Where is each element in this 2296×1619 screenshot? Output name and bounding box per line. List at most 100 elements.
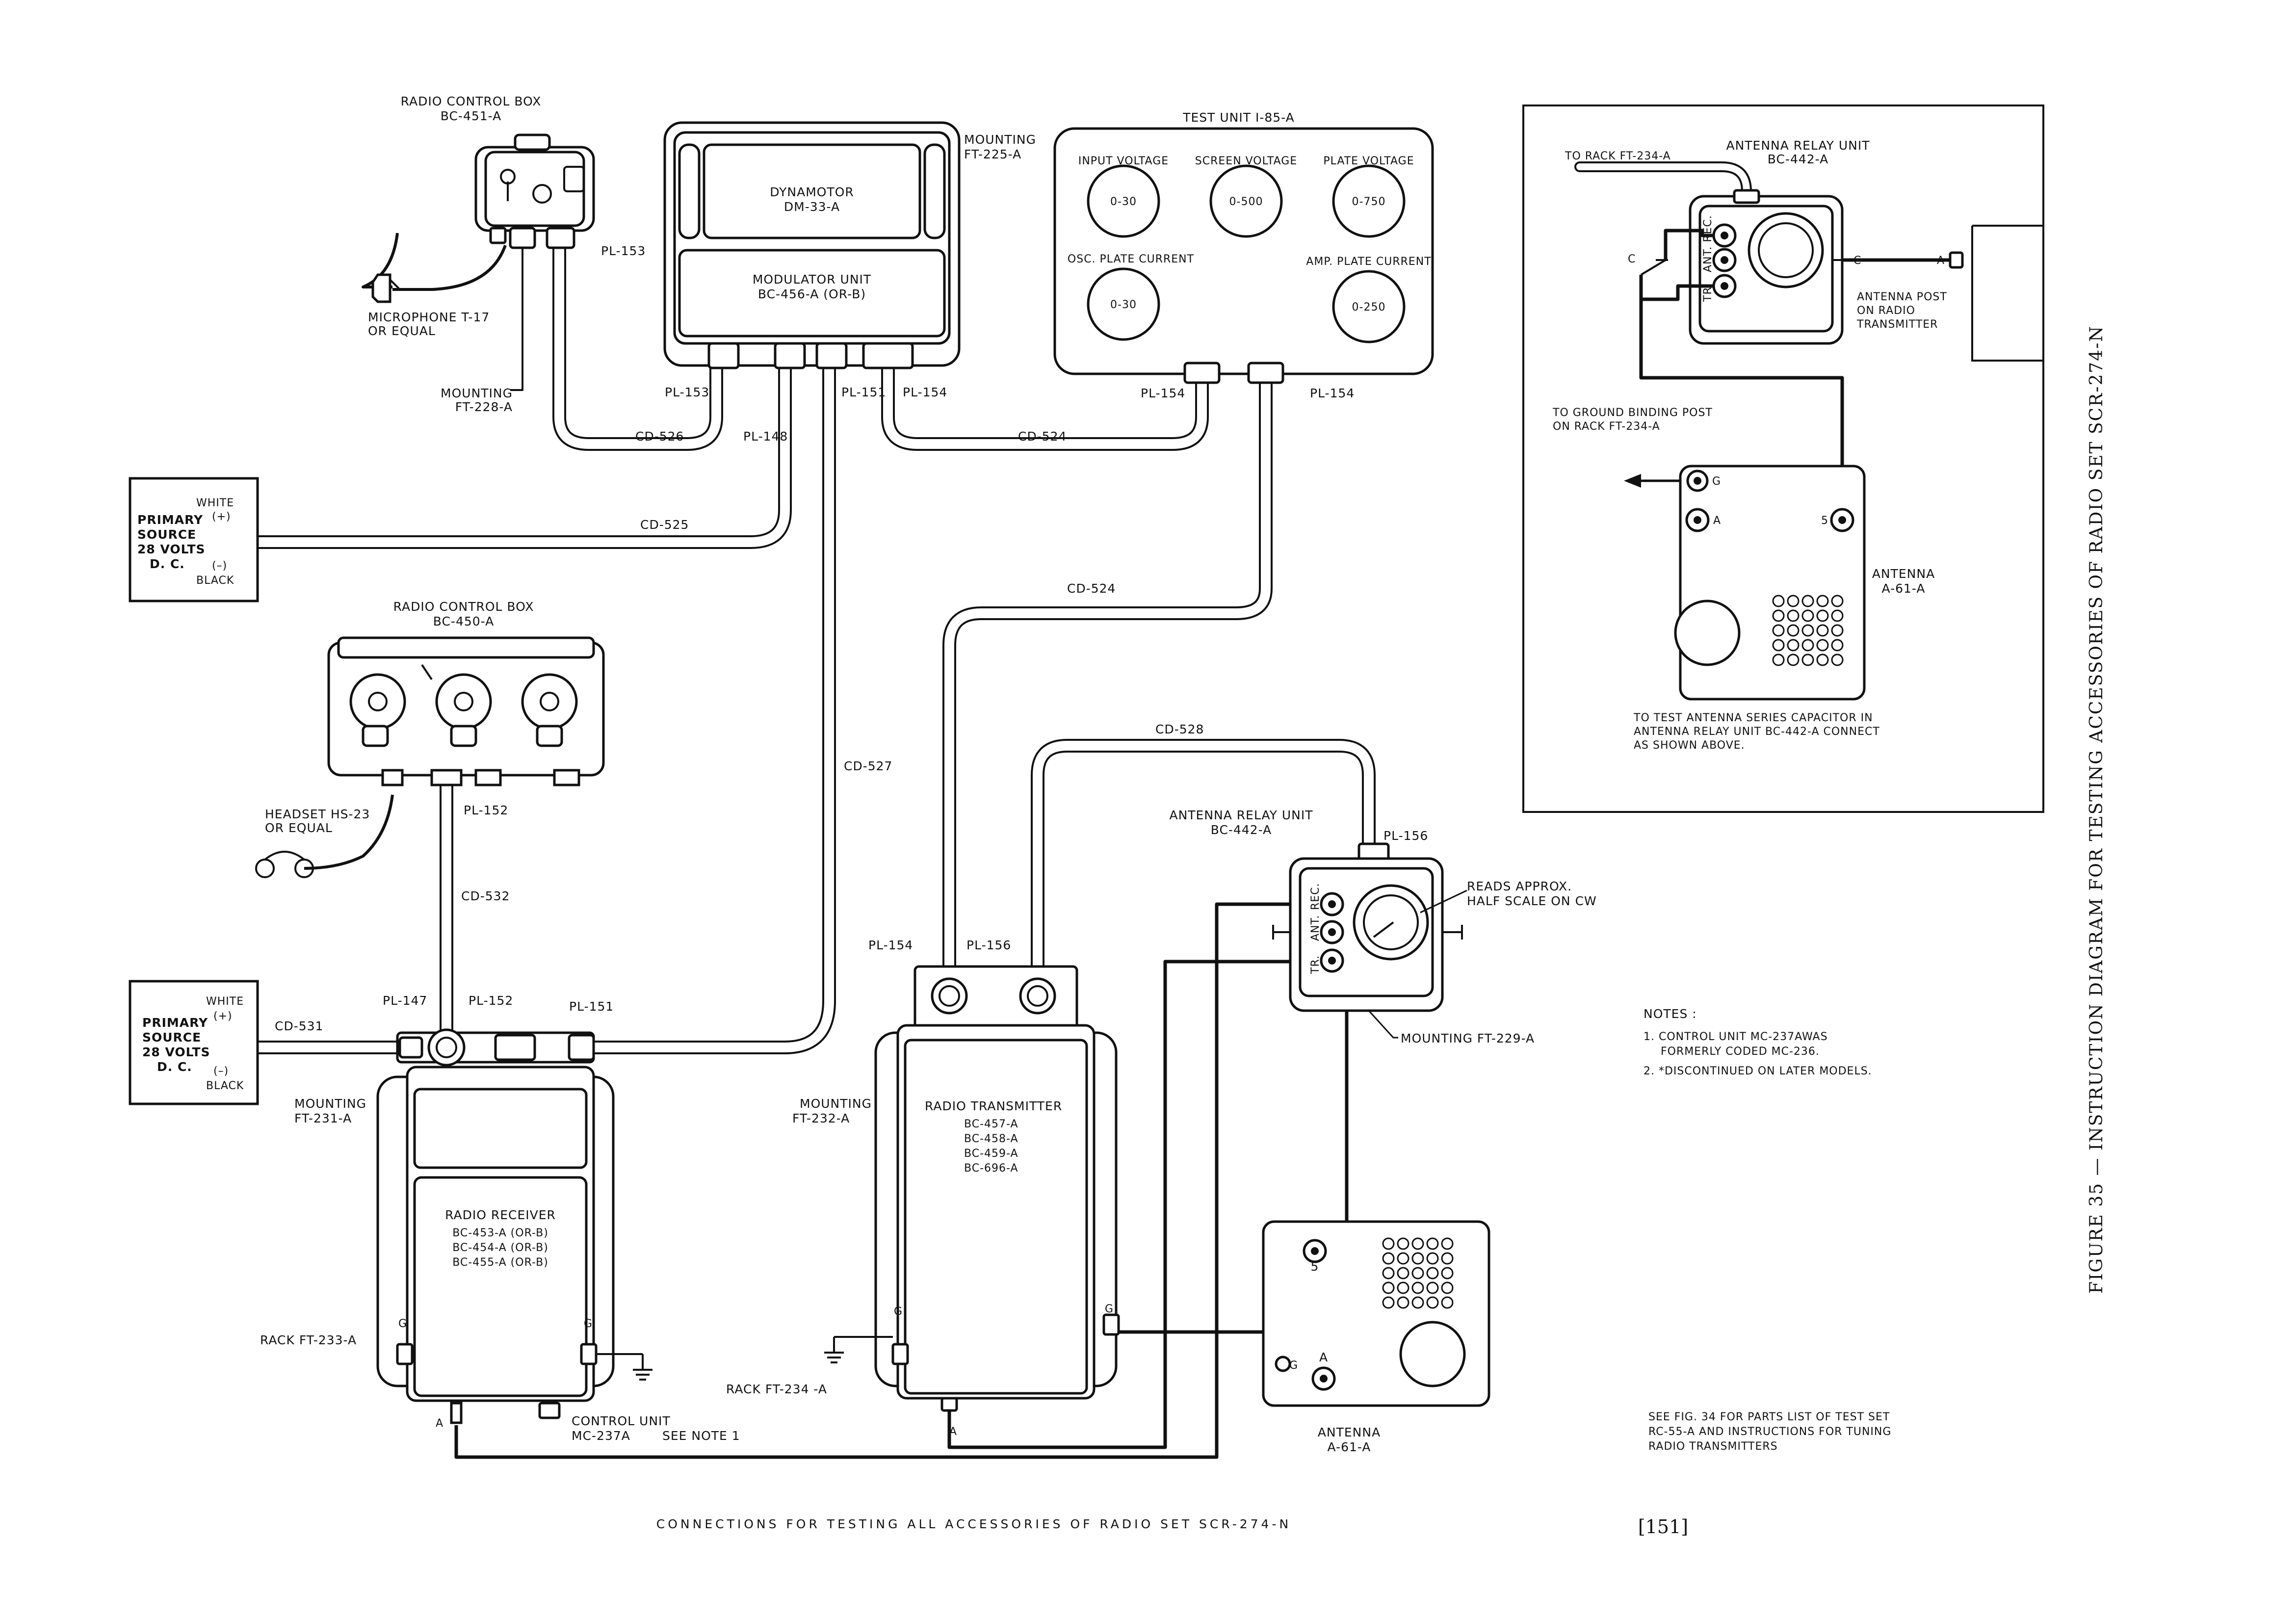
antenna-bottom-label-1: ANTENNA <box>1318 1425 1381 1439</box>
reads-label-2: HALF SCALE ON CW <box>1467 894 1597 908</box>
inset-post-label-1: ANTENNA POST <box>1857 291 1947 303</box>
cables <box>251 238 1376 1054</box>
osc-plate-meter <box>1087 267 1160 341</box>
keypad-hole <box>1411 1281 1424 1294</box>
radio-transmitter: RADIO TRANSMITTER BC-457-A BC-458-A BC-4… <box>824 965 1120 1438</box>
diagram-caption: CONNECTIONS FOR TESTING ALL ACCESSORIES … <box>656 1517 1291 1531</box>
keypad-hole <box>1397 1281 1409 1294</box>
inset-a2-label: A <box>1713 515 1721 527</box>
relay-pl156-label: PL-156 <box>1383 829 1428 843</box>
inset-rack-label: TO RACK FT-234-A <box>1565 150 1671 162</box>
pl152-rx-label: PL-152 <box>469 993 513 1008</box>
inset-antenna-label-1: ANTENNA <box>1872 567 1935 581</box>
tx-pl154-label: PL-154 <box>868 938 913 952</box>
microphone-label-1: MICROPHONE T-17 <box>368 310 490 324</box>
modulator-label-2: BC-456-A (OR-B) <box>758 287 866 301</box>
mounting-228-label-2: FT-228-A <box>455 400 513 414</box>
keypad-hole <box>1397 1237 1409 1250</box>
keypad-hole <box>1411 1267 1424 1280</box>
antenna-a61-bottom: 5 A G ANTENNA A-61-A <box>1262 1220 1490 1454</box>
test-unit-i85: TEST UNIT I-85-A INPUT VOLTAGE SCREEN VO… <box>1053 110 1434 384</box>
mod-pl148-label: PL-148 <box>743 429 788 444</box>
cd528-label: CD-528 <box>1155 722 1204 736</box>
pl147-label: PL-147 <box>383 993 427 1008</box>
receiver-g2: G <box>584 1318 593 1330</box>
keypad-hole <box>1772 595 1785 607</box>
cd525-label: CD-525 <box>640 518 689 532</box>
amp-plate-meter <box>1332 270 1406 343</box>
modulator-label-1: MODULATOR UNIT <box>753 272 871 287</box>
cd532-label: CD-532 <box>461 889 510 903</box>
headset: HEADSET HS-23 OR EQUAL <box>255 807 369 878</box>
see-fig-line-2: RC-55-A AND INSTRUCTIONS FOR TUNING <box>1648 1426 1891 1438</box>
relay-label-1: ANTENNA RELAY UNIT <box>1169 808 1313 822</box>
relay-tr-label: TR. <box>1309 955 1322 974</box>
inset-5-label: 5 <box>1821 515 1828 527</box>
keypad-hole <box>1382 1281 1395 1294</box>
input-voltage-meter <box>1087 164 1160 238</box>
inset-ground-label-1: TO GROUND BINDING POST <box>1552 407 1713 419</box>
see-fig-line-1: SEE FIG. 34 FOR PARTS LIST OF TEST SET <box>1648 1411 1890 1423</box>
control-box-bc451: RADIO CONTROL BOX BC-451-A <box>401 94 595 249</box>
reads-label-1: READS APPROX. <box>1467 879 1572 893</box>
meter-amp-range: 0-250 <box>1352 301 1386 313</box>
note-line-2: FORMERLY CODED MC-236. <box>1661 1045 1820 1058</box>
transmitter-a: A <box>949 1426 957 1438</box>
primary2-white: WHITE <box>206 995 244 1008</box>
keypad-hole <box>1772 609 1785 622</box>
plate-voltage-meter <box>1332 164 1406 238</box>
keypad-hole <box>1831 609 1844 622</box>
control-box-450-label-1: RADIO CONTROL BOX <box>393 600 534 614</box>
keypad-hole <box>1831 595 1844 607</box>
antenna-bottom-label-2: A-61-A <box>1328 1440 1371 1454</box>
primary2-black: BLACK <box>206 1080 244 1092</box>
inset-ant-rec-label: ANT. REC. <box>1702 215 1714 272</box>
primary-source-2: PRIMARY SOURCE 28 VOLTS D. C. WHITE (+) … <box>129 980 259 1105</box>
mounting-229-label: MOUNTING FT-229-A <box>1401 1031 1535 1045</box>
primary2-plus: (+) <box>213 1010 233 1022</box>
keypad-hole <box>1816 639 1829 652</box>
keypad-hole <box>1441 1296 1454 1309</box>
keypad-hole <box>1787 595 1800 607</box>
inset-post-label-2: ON RADIO <box>1857 305 1915 317</box>
keypad-hole <box>1772 624 1785 637</box>
microphone: MICROPHONE T-17 OR EQUAL <box>368 273 490 338</box>
inset-relay-label-2: BC-442-A <box>1768 152 1828 166</box>
keypad-hole <box>1411 1237 1424 1250</box>
receiver-label-1: RADIO RECEIVER <box>445 1208 556 1222</box>
keypad-hole <box>1787 639 1800 652</box>
keypad-hole <box>1801 609 1814 622</box>
inset-c-right: C <box>1853 255 1861 267</box>
pl153-control-label: PL-153 <box>601 244 646 258</box>
control-unit-label-2: MC-237A <box>572 1429 630 1443</box>
radio-receiver: RADIO RECEIVER BC-453-A (OR-B) BC-454-A … <box>376 1028 652 1430</box>
keypad-hole <box>1816 653 1829 666</box>
keypad-hole <box>1772 653 1785 666</box>
primary2-line-4: D. C. <box>157 1060 192 1074</box>
primary1-line-1: PRIMARY <box>137 513 203 527</box>
antenna-bottom-5: 5 <box>1311 1259 1319 1274</box>
tx-pl156-label: PL-156 <box>966 938 1011 952</box>
receiver-a: A <box>436 1417 444 1430</box>
meter-input-range: 0-30 <box>1110 196 1137 208</box>
figure-title: FIGURE 35 — INSTRUCTION DIAGRAM FOR TEST… <box>2087 325 2107 1294</box>
receiver-label-3: BC-454-A (OR-B) <box>452 1242 548 1254</box>
cd526-label: CD-526 <box>635 429 684 444</box>
transmitter-label-1: RADIO TRANSMITTER <box>925 1099 1062 1113</box>
primary1-line-4: D. C. <box>150 557 185 571</box>
inset-note-2: ANTENNA RELAY UNIT BC-442-A CONNECT <box>1634 726 1880 738</box>
primary-source-1: PRIMARY SOURCE 28 VOLTS D. C. WHITE (+) … <box>129 477 259 602</box>
receiver-g1: G <box>398 1318 407 1330</box>
primary2-line-1: PRIMARY <box>142 1016 208 1030</box>
mounting-225-label-1: MOUNTING <box>964 132 1036 147</box>
mounting-228-label-1: MOUNTING <box>441 386 513 400</box>
page-number: [151] <box>1638 1516 1688 1538</box>
receiver-label-4: BC-455-A (OR-B) <box>452 1256 548 1269</box>
primary1-minus: (–) <box>212 560 227 572</box>
tu-pl154a-label: PL-154 <box>1141 386 1185 400</box>
test-unit-label: TEST UNIT I-85-A <box>1182 110 1295 125</box>
relay-label-2: BC-442-A <box>1211 823 1272 837</box>
rack-233-label: RACK FT-233-A <box>260 1333 357 1347</box>
inset-relay-label-1: ANTENNA RELAY UNIT <box>1726 138 1870 153</box>
mod-pl151-label: PL-151 <box>841 385 886 399</box>
